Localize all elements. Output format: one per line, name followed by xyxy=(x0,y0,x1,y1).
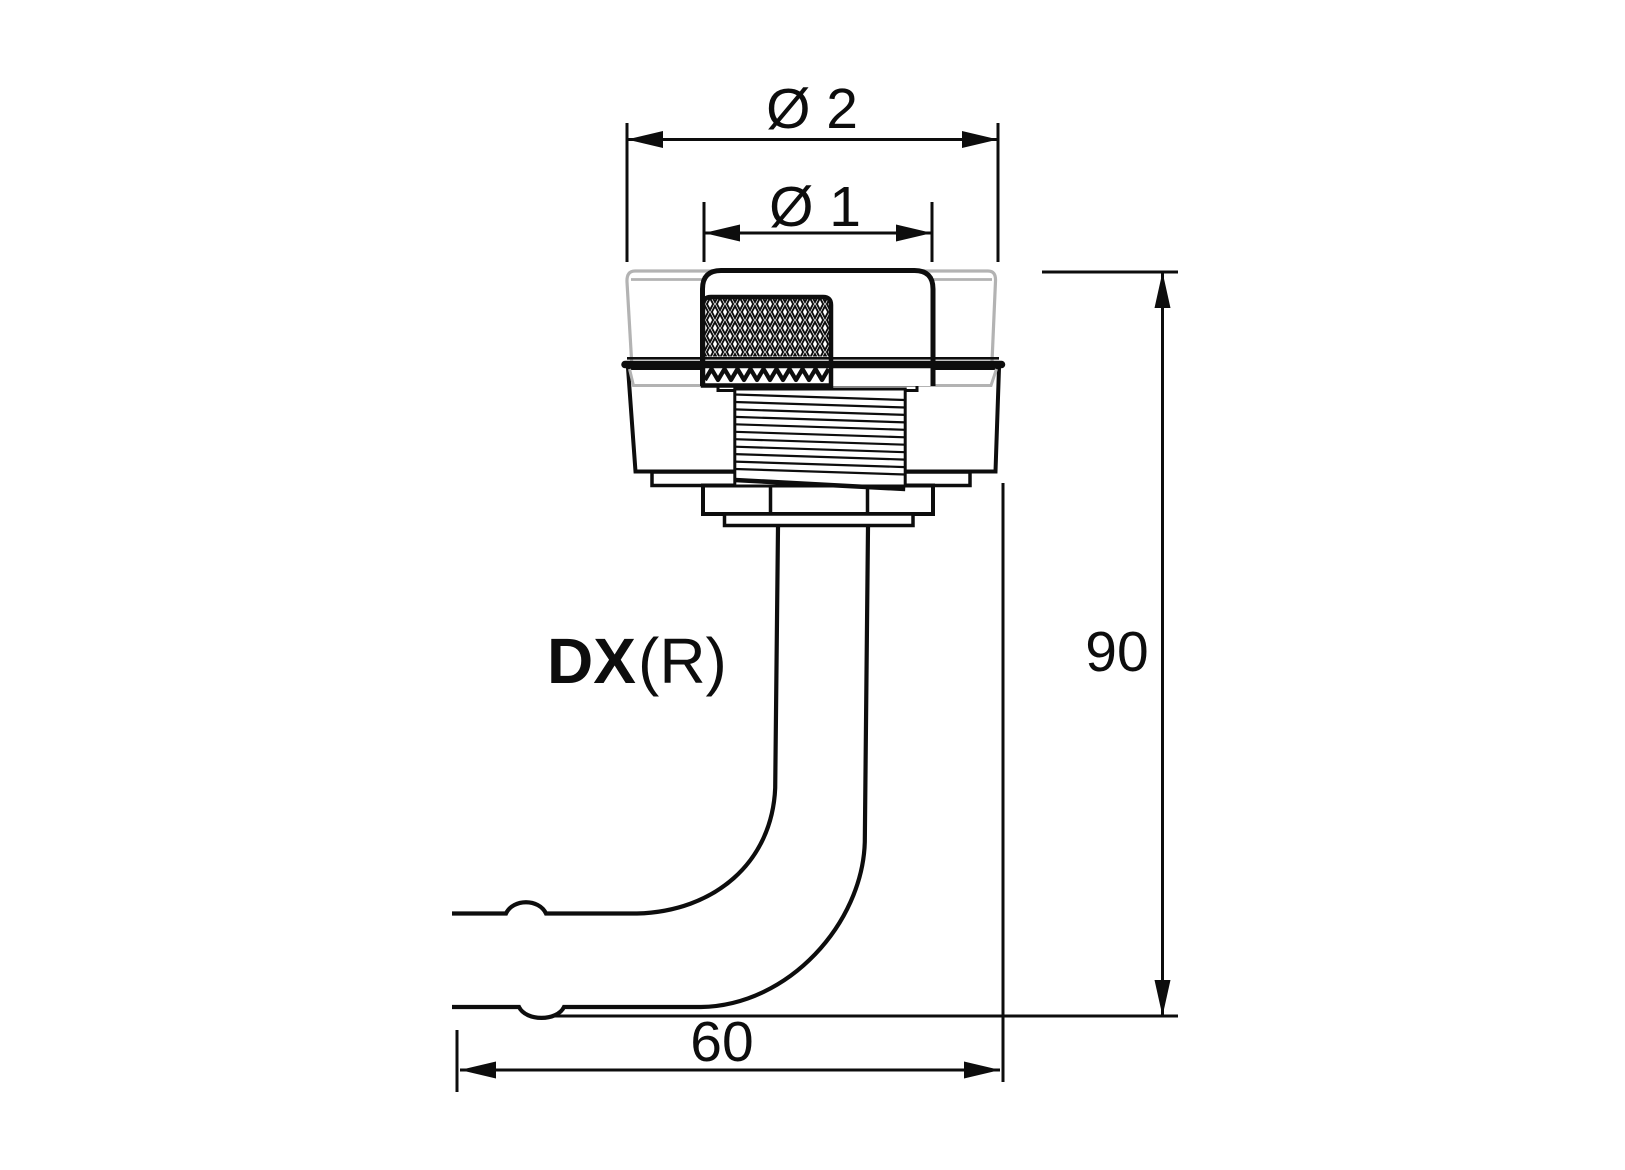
label-length: 60 xyxy=(690,1010,753,1074)
model-code: DX xyxy=(547,625,636,697)
flange-lower-edges xyxy=(628,368,998,387)
outlet-pipe xyxy=(452,526,871,1020)
label-inner-diameter: Ø 1 xyxy=(769,175,861,239)
knurl-zigzag xyxy=(703,366,831,383)
dimension-outer-diameter xyxy=(625,123,1000,262)
arrowhead-left xyxy=(704,224,740,242)
label-height: 90 xyxy=(1085,620,1148,684)
model-variant: (R) xyxy=(638,625,727,697)
arrowhead-down xyxy=(1154,980,1171,1016)
outlet-pipe-fill xyxy=(452,527,868,1018)
arrowhead-right xyxy=(964,1061,1000,1079)
outlet-pipe-inner-wall xyxy=(452,526,871,1020)
threaded-section xyxy=(733,387,907,492)
dimension-inner-diameter xyxy=(702,202,934,262)
arrowhead-up xyxy=(1154,272,1171,308)
dimension-length xyxy=(455,483,1005,1092)
outlet-pipe-outer-wall xyxy=(452,526,781,916)
knurled-grip xyxy=(700,294,834,388)
knurl-pattern xyxy=(705,299,829,357)
lower-collar-step xyxy=(722,512,915,528)
arrowhead-left xyxy=(460,1061,496,1079)
arrowhead-right xyxy=(896,224,932,242)
rim-band xyxy=(621,356,1006,369)
dimension-height xyxy=(551,270,1178,1018)
model-label: DX (R) xyxy=(547,625,727,697)
arrowhead-left xyxy=(627,131,663,148)
arrowhead-right xyxy=(962,131,998,148)
label-outer-diameter: Ø 2 xyxy=(766,77,858,141)
